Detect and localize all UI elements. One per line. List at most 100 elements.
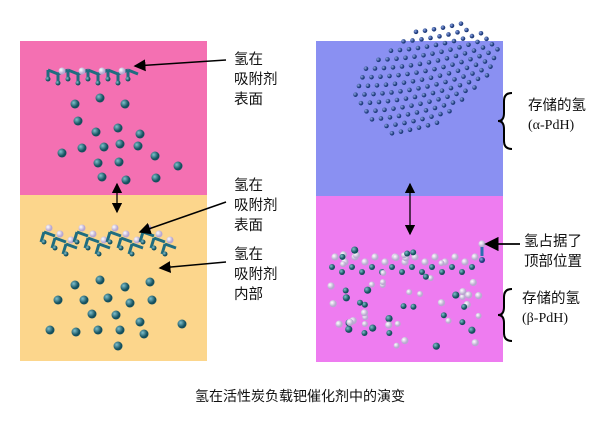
- palladium-lattice-atom: [396, 113, 402, 119]
- label-line: 氢在: [234, 178, 263, 194]
- palladium-lattice-atom: [482, 59, 488, 64]
- palladium-lattice-atom: [432, 66, 437, 72]
- palladium-lattice-atom: [479, 67, 484, 73]
- palladium-atom: [459, 294, 466, 301]
- palladium-atom: [475, 312, 482, 319]
- palladium-atom: [351, 246, 359, 254]
- palladium-lattice-atom: [360, 75, 365, 80]
- bond: [87, 68, 99, 76]
- palladium-lattice-atom: [471, 48, 477, 53]
- palladium-atom: [385, 321, 393, 329]
- hydrogen-atom: [381, 258, 389, 266]
- palladium-lattice-atom: [387, 115, 393, 120]
- hydrogen-atom: [67, 236, 75, 244]
- palladium-atom: [469, 264, 475, 270]
- palladium-lattice-atom: [446, 32, 451, 37]
- palladium-lattice-atom: [394, 97, 400, 103]
- bond: [116, 237, 123, 249]
- carbon-atom: [45, 76, 51, 82]
- hydrogen-atom: [361, 258, 369, 266]
- palladium-atom: [103, 293, 113, 303]
- palladium-lattice-atom: [406, 46, 412, 52]
- bond: [120, 236, 133, 244]
- palladium-atom: [95, 93, 105, 103]
- bond: [47, 68, 59, 76]
- bond: [72, 231, 79, 243]
- palladium-lattice-atom: [435, 58, 441, 63]
- palladium-lattice-atom: [421, 52, 426, 58]
- palladium-lattice-atom: [457, 45, 462, 50]
- palladium-lattice-atom: [463, 88, 468, 94]
- label-line: (β-PdH): [522, 311, 569, 326]
- palladium-atom: [389, 264, 395, 270]
- label-line: 吸附剂: [234, 198, 278, 214]
- label-line: 吸附剂: [234, 267, 278, 283]
- label-line: 内部: [234, 287, 263, 303]
- palladium-atom: [410, 249, 417, 256]
- palladium-atom: [465, 291, 473, 299]
- palladium-atom: [429, 264, 435, 270]
- palladium-atom: [70, 280, 80, 290]
- bond: [98, 242, 111, 250]
- bond: [107, 68, 119, 76]
- palladium-atom: [97, 172, 107, 182]
- palladium-lattice-atom: [387, 73, 392, 79]
- palladium-lattice-atom: [410, 38, 415, 43]
- palladium-atom: [360, 309, 369, 317]
- palladium-atom: [400, 303, 407, 310]
- label-line: 氢在: [234, 52, 263, 68]
- palladium-lattice-atom: [422, 28, 428, 33]
- carbon-atom: [85, 76, 91, 82]
- palladium-atom: [57, 148, 67, 158]
- palladium-lattice-atom: [401, 80, 407, 85]
- bond: [39, 231, 46, 243]
- carbon-atom: [162, 251, 168, 257]
- palladium-atom: [173, 161, 183, 171]
- bond: [160, 243, 167, 255]
- palladium-lattice-atom: [362, 92, 367, 97]
- palladium-lattice-atom: [495, 47, 500, 52]
- palladium-atom: [386, 330, 393, 337]
- palladium-lattice-atom: [443, 79, 448, 85]
- palladium-lattice-atom: [381, 65, 387, 71]
- bond: [164, 242, 177, 250]
- label-line: 吸附剂: [234, 72, 278, 88]
- palladium-atom: [474, 292, 483, 300]
- palladium-lattice-atom: [469, 33, 475, 39]
- palladium-lattice-atom: [464, 27, 469, 33]
- palladium-lattice-atom: [389, 90, 394, 95]
- hydrogen-atom: [58, 67, 66, 75]
- hydrogen-atom: [379, 279, 386, 286]
- bond: [50, 237, 57, 249]
- hydrogen-atom: [342, 294, 350, 302]
- palladium-atom: [115, 139, 125, 149]
- palladium-atom: [432, 342, 440, 350]
- palladium-atom: [409, 264, 415, 270]
- palladium-lattice-atom: [433, 42, 439, 48]
- palladium-lattice-atom: [353, 92, 358, 97]
- label-right-beta: 存储的氢 (β-PdH): [522, 289, 580, 329]
- palladium-lattice-atom: [484, 36, 489, 42]
- palladium-lattice-atom: [480, 45, 486, 50]
- palladium-lattice-atom: [389, 130, 395, 136]
- carbon-atom: [129, 251, 135, 257]
- hydrogen-atom: [100, 236, 108, 244]
- palladium-lattice-atom: [434, 120, 440, 126]
- palladium-atom: [369, 264, 375, 270]
- bond: [76, 230, 89, 238]
- label-right-alpha: 存储的氢 (α-PdH): [528, 96, 586, 136]
- palladium-lattice-atom: [416, 125, 422, 130]
- palladium-lattice-atom: [488, 64, 493, 69]
- hydrogen-atom: [122, 230, 130, 238]
- palladium-lattice-atom: [393, 122, 398, 127]
- palladium-lattice-atom: [473, 62, 479, 68]
- palladium-lattice-atom: [413, 29, 419, 35]
- label-line: 氢在: [234, 247, 263, 263]
- palladium-lattice-atom: [457, 82, 463, 88]
- palladium-lattice-atom: [409, 103, 414, 108]
- palladium-atom: [459, 269, 465, 275]
- arrow-left-surface: [138, 201, 227, 235]
- label-line: 氢占据了: [524, 234, 582, 250]
- bond: [142, 230, 155, 238]
- palladium-atom: [71, 327, 81, 337]
